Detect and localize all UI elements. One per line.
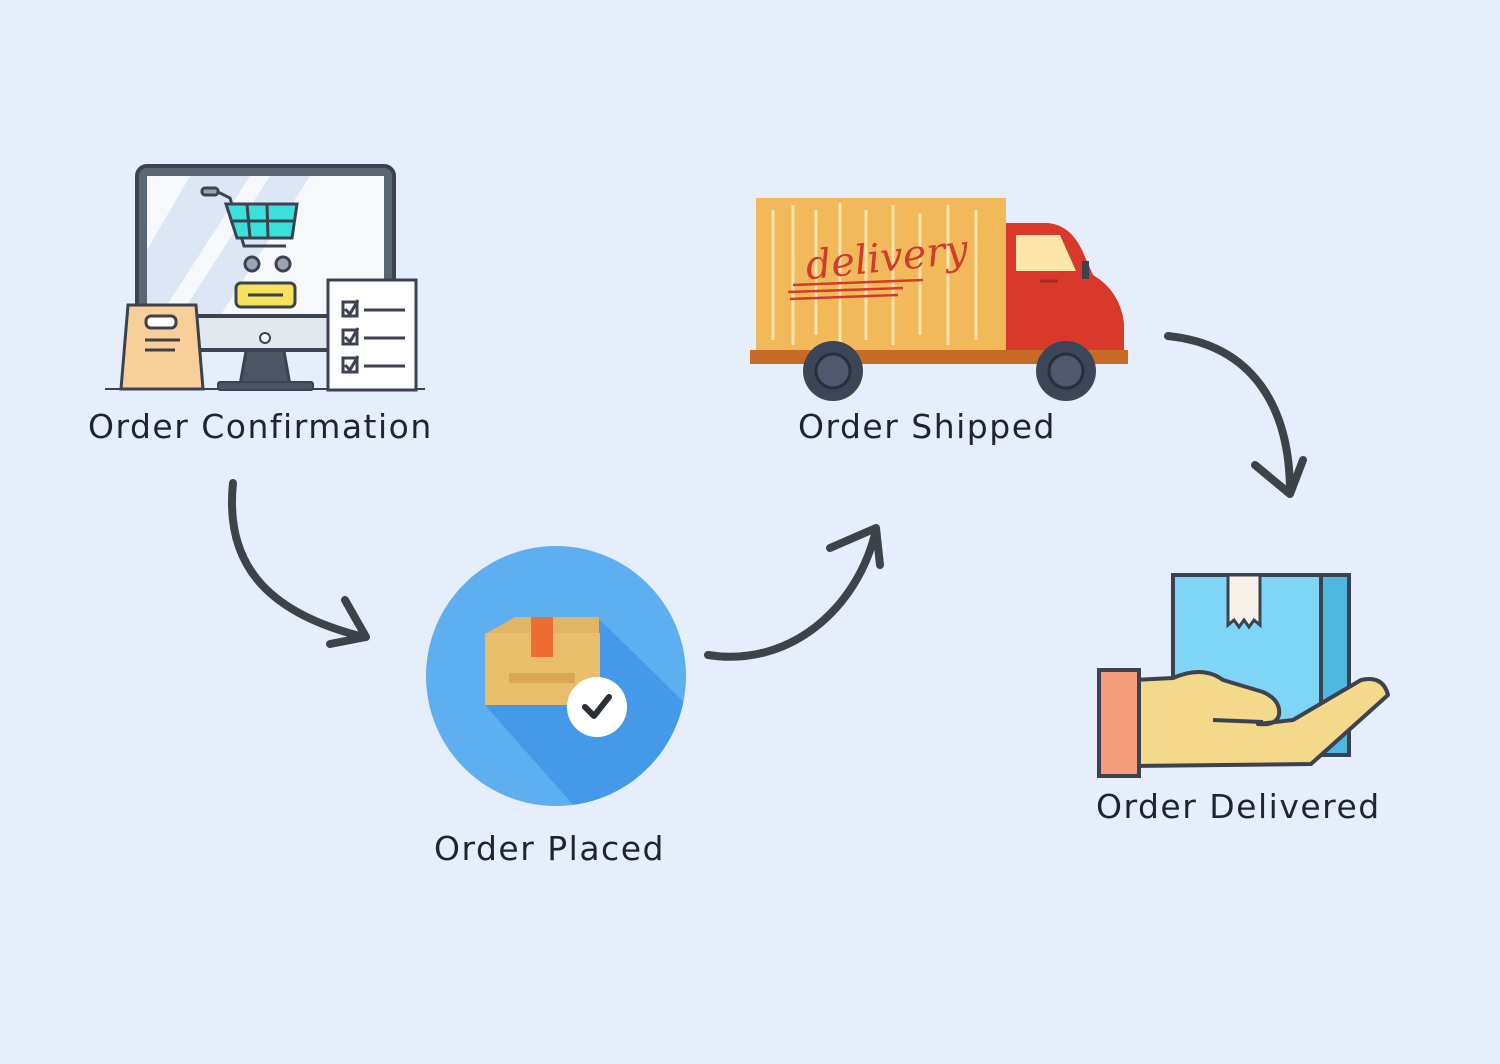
- order-delivered-label: Order Delivered: [1096, 787, 1381, 826]
- computer-shopping-cart-icon: [105, 164, 425, 392]
- shopping-cart-icon: [200, 186, 299, 273]
- arrow-shipped-to-delivered: [1164, 332, 1307, 498]
- order-shipped-label: Order Shipped: [798, 407, 1056, 446]
- shopping-bag-icon: [119, 303, 205, 391]
- arrow-placed-to-shipped: [704, 524, 884, 661]
- package-checkmark-icon: [426, 546, 686, 806]
- arrow-confirmation-to-placed: [228, 479, 370, 648]
- checklist-icon: [326, 278, 418, 392]
- order-confirmation-label: Order Confirmation: [88, 407, 433, 446]
- delivery-truck-icon: delivery: [750, 198, 1128, 401]
- hand-holding-box-icon: [1097, 573, 1390, 778]
- order-placed-label: Order Placed: [434, 829, 665, 868]
